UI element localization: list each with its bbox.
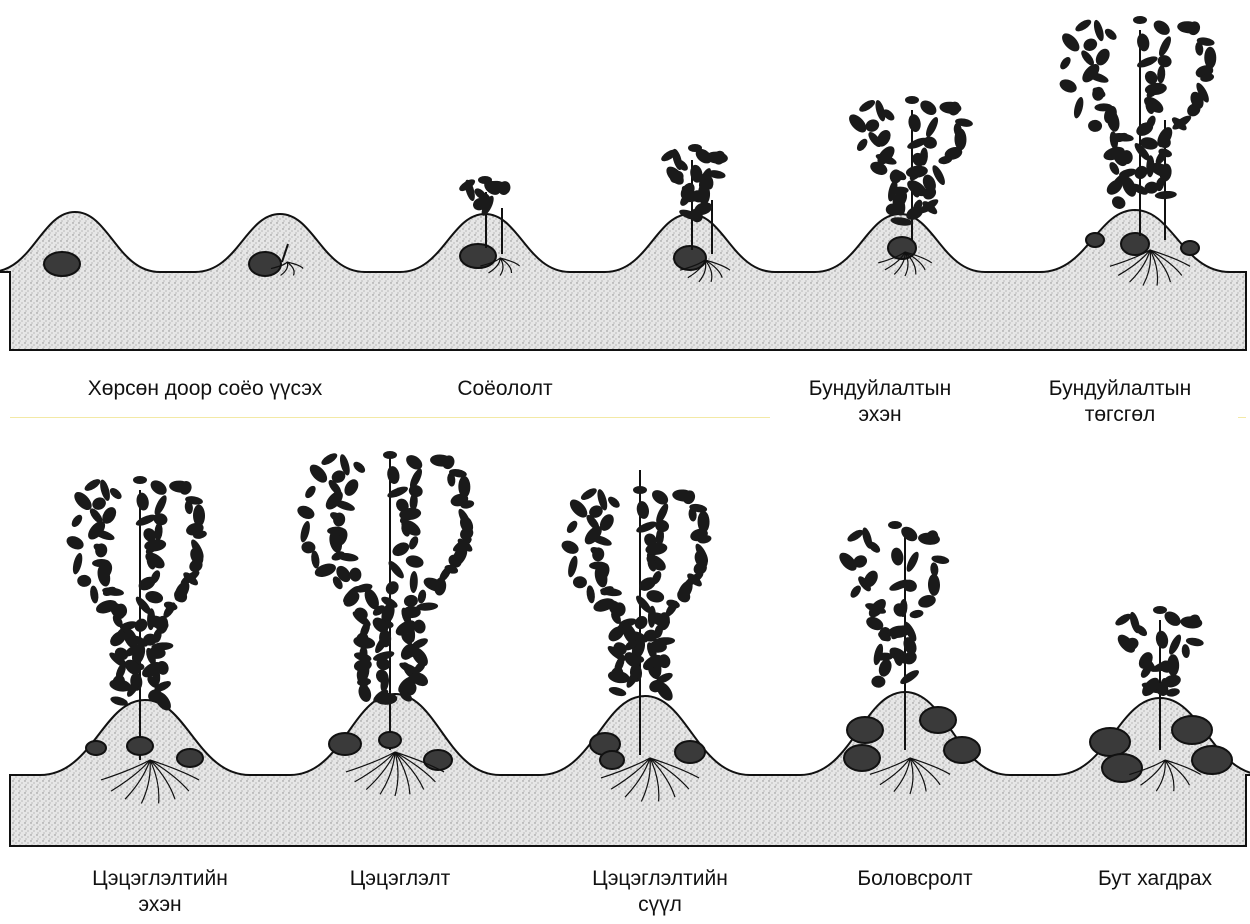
foliage-stage-11 xyxy=(1114,606,1205,699)
tuber-stage-1 xyxy=(44,252,80,276)
divider-line-right xyxy=(1238,417,1246,418)
label-line: Бундуйлалтын xyxy=(1030,376,1210,402)
tuber-stage-7a xyxy=(127,737,153,755)
label-line: Бут хагдрах xyxy=(1070,866,1240,892)
tuber-stage-9c xyxy=(675,741,705,763)
foliage-stage-5 xyxy=(846,96,974,227)
tuber-stage-6b xyxy=(1086,233,1104,247)
stage-label-sprouting-underground: Хөрсөн доор соёо үүсэх xyxy=(80,376,330,402)
top-soil-shape xyxy=(0,210,1246,350)
stage-label-bunching-start: Бундуйлалтын эхэн xyxy=(790,376,970,428)
foliage-stage-9 xyxy=(559,486,712,704)
tuber-stage-10b xyxy=(844,745,880,771)
tuber-stage-9b xyxy=(600,751,624,769)
label-line: Цэцэглэлтийн xyxy=(560,866,760,892)
stage-label-flowering-start: Цэцэглэлтийн эхэн xyxy=(60,866,260,918)
foliage-stage-8 xyxy=(295,451,476,705)
tuber-stage-3 xyxy=(460,244,496,268)
tuber-stage-11a xyxy=(1090,728,1130,756)
foliage-stage-3 xyxy=(457,176,512,217)
tuber-stage-8b xyxy=(379,732,401,748)
tuber-stage-10c xyxy=(920,707,956,733)
tuber-stage-2 xyxy=(249,252,281,276)
tuber-stage-7c xyxy=(177,749,203,767)
tuber-stage-7b xyxy=(86,741,106,755)
label-line: Цэцэглэлтийн xyxy=(60,866,260,892)
label-line: сүүл xyxy=(560,892,760,918)
bottom-soil-shape xyxy=(10,692,1250,846)
tuber-stage-11b xyxy=(1102,754,1142,782)
label-line: Боловсролт xyxy=(840,866,990,892)
bottom-soil-ridges xyxy=(10,692,1250,846)
tuber-stage-6c xyxy=(1181,241,1199,255)
tuber-stage-10d xyxy=(944,737,980,763)
top-soil-ridges xyxy=(0,210,1246,350)
label-line: Цэцэглэлт xyxy=(325,866,475,892)
tuber-stage-8a xyxy=(329,733,361,755)
label-line: эхэн xyxy=(60,892,260,918)
stage-label-flowering-end: Цэцэглэлтийн сүүл xyxy=(560,866,760,918)
tuber-stage-11c xyxy=(1172,716,1212,744)
tuber-stage-6a xyxy=(1121,233,1149,255)
stage-label-senescence: Бут хагдрах xyxy=(1070,866,1240,892)
label-line: Соёололт xyxy=(430,376,580,402)
tuber-stage-10a xyxy=(847,717,883,743)
label-line: эхэн xyxy=(790,402,970,428)
label-line: төгсгөл xyxy=(1030,402,1210,428)
foliage-stage-7 xyxy=(64,476,207,713)
divider-line-left xyxy=(10,417,770,418)
stage-label-bunching-end: Бундуйлалтын төгсгөл xyxy=(1030,376,1210,428)
foliage-stage-4 xyxy=(659,144,728,225)
tuber-stage-11d xyxy=(1192,746,1232,774)
stage-label-emergence: Соёололт xyxy=(430,376,580,402)
tuber-stage-8c xyxy=(424,750,452,770)
stage-label-flowering: Цэцэглэлт xyxy=(325,866,475,892)
stage-label-maturation: Боловсролт xyxy=(840,866,990,892)
foliage-stage-10 xyxy=(836,521,950,688)
foliage-stage-6 xyxy=(1057,16,1216,211)
label-line: Бундуйлалтын xyxy=(790,376,970,402)
label-line: Хөрсөн доор соёо үүсэх xyxy=(80,376,330,402)
